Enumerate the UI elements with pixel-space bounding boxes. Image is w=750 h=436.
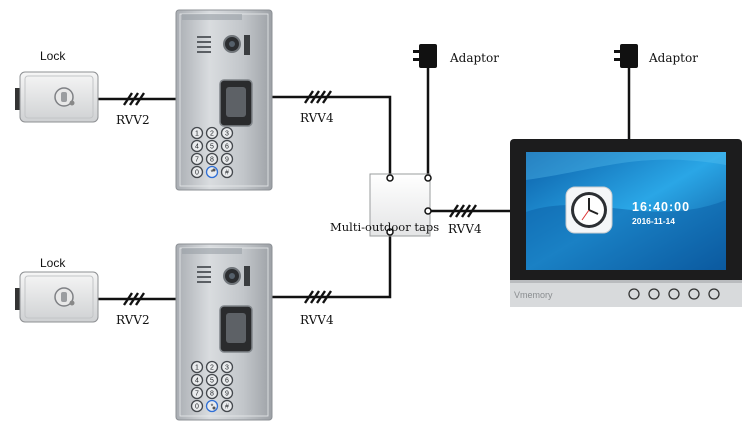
keypad-button: [190, 386, 204, 400]
keypad-key-label: 1: [195, 365, 199, 372]
keypad-key-label: #: [225, 404, 229, 411]
keypad-bottom: 1 2 3 4 5 6 7 8 9 0 * #: [190, 360, 234, 413]
keypad-button: [205, 126, 219, 140]
keypad-top: 1 2 3 4 5 6 7 8 9 0 * #: [190, 126, 234, 179]
outdoor-panel-bottom: 1 2 3 4 5 6 7 8 9 0 * #: [175, 243, 273, 421]
adaptor-label-left: Adaptor: [449, 51, 499, 65]
keypad-key-label: 7: [195, 157, 199, 164]
mark-rvv4-top: [304, 90, 332, 104]
keypad-button: [190, 360, 204, 374]
keypad-button: [220, 126, 234, 140]
keypad-key-label: 8: [210, 157, 214, 164]
mark-rvv4-bottom: [304, 290, 332, 304]
keypad-key-label: 3: [225, 365, 229, 372]
keypad-key-label: *: [211, 170, 214, 177]
lock-bottom: [15, 271, 99, 323]
rvv4-label-monitor: RVV4: [448, 222, 482, 236]
indoor-monitor: [510, 139, 742, 307]
keypad-key-label: 9: [225, 157, 229, 164]
keypad-key-label: 2: [210, 365, 214, 372]
adaptor-right: [614, 44, 638, 68]
outdoor-panel-top: 1 2 3 4 5 6 7 8 9 0 * #: [175, 9, 273, 191]
keypad-button: [220, 165, 234, 179]
keypad-key-label: 4: [195, 378, 199, 385]
keypad-key-label: 4: [195, 144, 199, 151]
keypad-key-label: 2: [210, 131, 214, 138]
rvv4-label-bottom: RVV4: [300, 313, 334, 327]
wire-panel2-taps: [272, 232, 392, 299]
keypad-button: [220, 152, 234, 166]
lock-label-top: Lock: [40, 49, 66, 63]
multi-outdoor-taps-box: [369, 173, 432, 237]
keypad-key-label: 7: [195, 391, 199, 398]
keypad-key-label: 6: [225, 378, 229, 385]
adaptor-label-right: Adaptor: [648, 51, 698, 65]
keypad-button: [190, 139, 204, 153]
mark-rvv4-monitor: [449, 204, 477, 218]
monitor-brand: Vmemory: [514, 290, 553, 300]
rvv2-label-bottom: RVV2: [116, 313, 150, 327]
keypad-button: [205, 373, 219, 387]
rvv2-label-top: RVV2: [116, 113, 150, 127]
wire-panel1-taps: [272, 95, 392, 176]
labels: Lock Lock RVV2 RVV2 RVV4 RVV4 RVV4 Adapt…: [40, 49, 698, 327]
keypad-button: [220, 399, 234, 413]
monitor-date: 2016-11-14: [632, 216, 675, 226]
mark-rvv2-top: [123, 92, 145, 106]
mark-rvv2-bottom: [123, 292, 145, 306]
cable-marks: [123, 90, 477, 306]
keypad-button: [220, 373, 234, 387]
keypad-button: [205, 386, 219, 400]
monitor-time: 16:40:00: [632, 200, 690, 214]
keypad-key-label: 6: [225, 144, 229, 151]
wires: [98, 68, 631, 301]
keypad-button: [220, 139, 234, 153]
keypad-button: [220, 386, 234, 400]
keypad-key-label: 8: [210, 391, 214, 398]
keypad-button: [190, 152, 204, 166]
taps-label: Multi-outdoor taps: [330, 220, 439, 234]
keypad-key-label: 3: [225, 131, 229, 138]
lock-label-bottom: Lock: [40, 256, 66, 270]
keypad-button: [190, 165, 204, 179]
rvv4-label-top: RVV4: [300, 111, 334, 125]
keypad-button: [220, 360, 234, 374]
keypad-button: [190, 399, 204, 413]
keypad-key-label: 0: [195, 170, 199, 177]
keypad-key-label: *: [211, 404, 214, 411]
keypad-button: [190, 126, 204, 140]
keypad-key-label: #: [225, 170, 229, 177]
keypad-key-label: 5: [210, 144, 214, 151]
keypad-button: [205, 152, 219, 166]
lock-top: [15, 71, 99, 123]
keypad-button: [190, 373, 204, 387]
keypad-button: [205, 360, 219, 374]
keypad-key-label: 5: [210, 378, 214, 385]
adaptor-left: [413, 44, 437, 68]
keypad-key-label: 1: [195, 131, 199, 138]
keypad-button: [205, 139, 219, 153]
keypad-key-label: 0: [195, 404, 199, 411]
keypad-key-label: 9: [225, 391, 229, 398]
